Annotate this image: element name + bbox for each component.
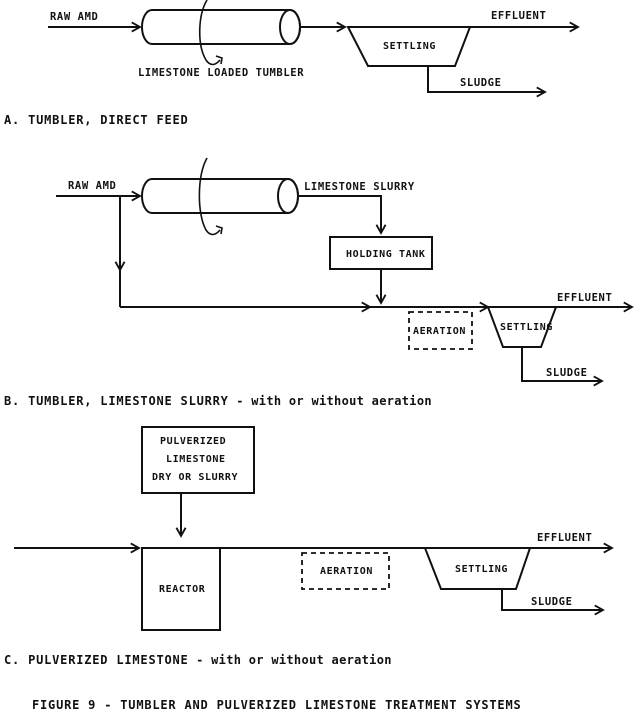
b-aeration-label: AERATION [413,326,466,337]
b-slurry-line [298,195,381,233]
b-slurry-label: LIMESTONE SLURRY [304,181,415,193]
section-a: RAW AMD LIMESTONE LOADED TUMBLER SETTLIN… [4,0,578,127]
a-sludge-line [427,66,545,92]
c-aeration-label: AERATION [320,566,373,577]
c-caption-suffix: - with or without aeration [189,653,392,667]
c-effluent-label: EFFLUENT [537,532,592,544]
c-feed-line3: DRY OR SLURRY [152,472,238,483]
c-caption-main: C. PULVERIZED LIMESTONE [4,653,189,667]
a-tumbler-label: LIMESTONE LOADED TUMBLER [138,67,304,79]
b-caption: B. TUMBLER, LIMESTONE SLURRY - with or w… [4,394,432,408]
b-holding-tank-label: HOLDING TANK [346,249,425,260]
c-settling-label: SETTLING [455,564,508,575]
b-tumbler-icon [141,157,299,236]
a-settling-tank [346,26,472,67]
a-tumbler-icon [141,0,301,66]
section-b: RAW AMD LIMESTONE SLURRY HOLDING TANK AE… [4,157,632,408]
c-feed-box [141,426,255,494]
b-settling-tank [486,306,558,348]
c-sludge-line [501,589,603,610]
b-caption-suffix: - with or without aeration [229,394,432,408]
b-settling-label: SETTLING [500,322,553,333]
c-reactor-label: REACTOR [159,584,206,595]
a-effluent-label: EFFLUENT [491,10,546,22]
b-sludge-line [521,347,602,381]
a-sludge-label: SLUDGE [460,77,502,89]
b-caption-main: B. TUMBLER, LIMESTONE SLURRY [4,394,229,408]
c-aeration-box [301,552,390,590]
c-caption: C. PULVERIZED LIMESTONE - with or withou… [4,653,392,667]
a-raw-amd-label: RAW AMD [50,11,98,23]
b-aeration-box [408,311,473,350]
a-settling-label: SETTLING [383,41,436,52]
figure-title: FIGURE 9 - TUMBLER AND PULVERIZED LIMEST… [32,698,522,712]
b-raw-amd-label: RAW AMD [68,180,116,192]
c-feed-line2: LIMESTONE [166,454,226,465]
c-reactor-box [141,547,221,631]
a-caption: A. TUMBLER, DIRECT FEED [4,113,189,127]
c-settling-tank [423,547,532,590]
section-c: PULVERIZED LIMESTONE DRY OR SLURRY REACT… [4,426,612,667]
b-sludge-label: SLUDGE [546,367,588,379]
c-feed-line1: PULVERIZED [160,436,226,447]
c-sludge-label: SLUDGE [531,596,573,608]
b-effluent-label: EFFLUENT [557,292,612,304]
